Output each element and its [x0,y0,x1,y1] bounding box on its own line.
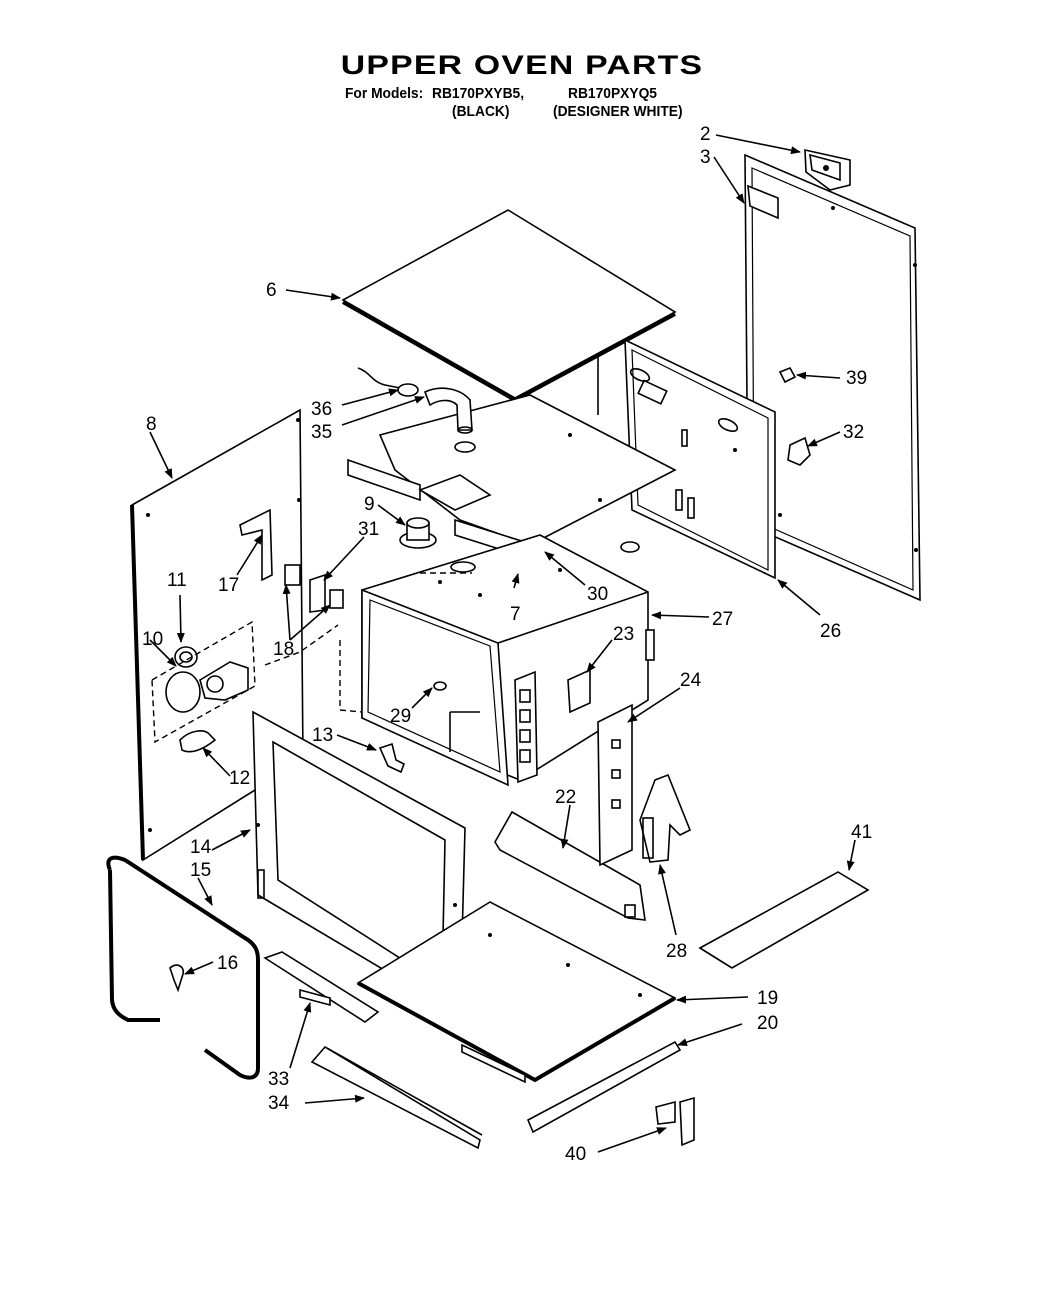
callout-6: 6 [266,280,277,301]
callout-20: 20 [757,1013,778,1034]
callout-40: 40 [565,1144,586,1165]
callout-31: 31 [358,519,379,540]
door-hinge [639,773,692,863]
callout-19: 19 [757,988,778,1009]
bottom-panel [356,901,677,1084]
oven-liner [361,534,655,787]
support-plate [347,394,677,567]
bottom-trim [526,1040,682,1134]
callout-34: 34 [268,1093,290,1114]
color-label-white: (DESIGNER WHITE) [553,103,683,120]
rear-rail [698,871,870,969]
callout-41: 41 [851,822,872,843]
callout-32: 32 [843,422,864,443]
callout-12: 12 [229,768,250,789]
callout-35: 35 [311,422,332,443]
callout-17: 17 [218,575,239,596]
callout-36: 36 [311,399,332,420]
callout-22: 22 [555,787,576,808]
callout-39: 39 [846,368,867,389]
callout-30: 30 [587,584,608,605]
callout-11: 11 [167,570,187,591]
callout-leaders [149,134,856,1153]
callout-29: 29 [390,706,411,727]
part-39-clip [778,366,797,384]
callout-8: 8 [146,414,157,435]
callout-14: 14 [190,837,212,858]
toe-kick-bracket [263,951,380,1023]
callout-9: 9 [364,494,375,515]
diagram-title: UPPER OVEN PARTS [340,50,704,80]
model-number-white: RB170PXYQ5 [568,85,657,102]
door-hinge-receiver [597,703,633,867]
callout-28: 28 [666,941,687,962]
part-32-sensor [787,436,811,466]
callout-23: 23 [613,624,634,645]
vent-tube [423,387,473,434]
top-panel [341,209,677,403]
callout-10: 10 [142,629,163,650]
callout-7: 7 [510,604,521,625]
callout-labels: 2 3 6 8 36 35 9 31 17 18 11 10 12 13 14 … [142,124,872,1165]
callout-13: 13 [312,725,333,746]
model-number-black: RB170PXYB5, [432,85,525,102]
rear-panel-insulation-tag [747,184,779,220]
rear-panel-bracket [804,148,851,191]
control-assembly [151,620,256,753]
switch-brackets [284,564,344,613]
door-bracket [655,1096,695,1147]
callout-27: 27 [712,609,733,630]
callout-26: 26 [820,621,841,642]
latch-stud [378,742,406,774]
callout-24: 24 [680,670,702,691]
vent-fitting [399,517,437,549]
callout-3: 3 [700,147,711,168]
toe-kick-rail [310,1045,483,1150]
side-rail [494,810,646,921]
callout-15: 15 [190,860,211,881]
color-label-black: (BLACK) [452,103,510,120]
callout-33: 33 [268,1069,289,1090]
wire-harness [357,367,419,397]
callout-16: 16 [217,953,238,974]
door-gasket [106,855,260,1080]
callout-18: 18 [273,639,294,660]
callout-2: 2 [700,124,711,145]
for-models-label: For Models: [345,85,424,102]
